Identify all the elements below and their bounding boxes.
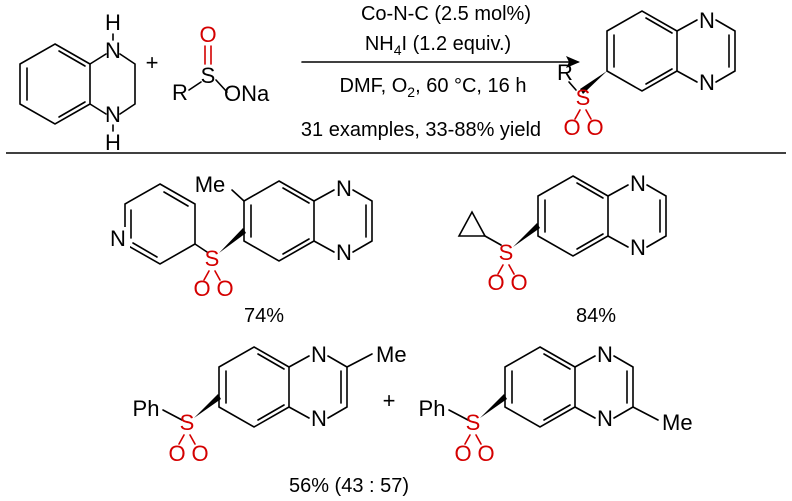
product-quinoxaline: N N S R O O: [557, 8, 736, 140]
atom-n: N: [311, 406, 327, 431]
atom-ona: ONa: [224, 81, 270, 106]
substituent-ph: Ph: [133, 396, 160, 421]
atom-o: O: [563, 115, 580, 140]
example-pyridyl-methyl: N S O O Me N N 74%: [108, 172, 373, 327]
plus-sign: +: [146, 50, 159, 75]
atom-o: O: [193, 276, 210, 301]
atom-n-pyridine: N: [110, 226, 126, 251]
substituent-ph: Ph: [419, 396, 446, 421]
atom-n: N: [336, 176, 352, 201]
condition-catalyst: Co-N-C (2.5 mol%): [361, 3, 531, 25]
atom-r: R: [557, 60, 573, 85]
atom-o: O: [586, 115, 603, 140]
tetrahydroquinoxaline: N H N H: [19, 10, 136, 155]
condition-solvent: DMF, O2, 60 °C, 16 h: [340, 75, 527, 100]
atom-s: S: [180, 410, 195, 435]
atom-o: O: [168, 441, 185, 466]
example-phenyl-isomer-a: Ph S O O N N Me: [133, 342, 407, 466]
yield-cyclopropyl: 84%: [576, 305, 616, 327]
atom-n: N: [597, 406, 613, 431]
atom-n: N: [630, 235, 646, 260]
atom-o: O: [454, 441, 471, 466]
yield-pyridyl-methyl: 74%: [244, 305, 284, 327]
atom-n: N: [630, 171, 646, 196]
atom-r: R: [172, 80, 188, 105]
substituent-me: Me: [195, 172, 226, 197]
atom-h-bottom: H: [105, 130, 121, 155]
atom-n: N: [311, 342, 327, 367]
reaction-arrow: Co-N-C (2.5 mol%) NH4I (1.2 equiv.) DMF,…: [301, 3, 580, 141]
example-cyclopropyl: S O O N N 84%: [457, 171, 667, 327]
atom-n: N: [699, 70, 715, 95]
condition-additive: NH4I (1.2 equiv.): [365, 33, 511, 58]
scope-summary: 31 examples, 33-88% yield: [301, 119, 541, 141]
atom-o: O: [477, 441, 494, 466]
atom-s: S: [201, 63, 216, 88]
atom-s: S: [205, 246, 220, 271]
atom-o: O: [199, 22, 216, 47]
atom-n-top: N: [105, 38, 121, 63]
atom-h-top: H: [105, 10, 121, 35]
atom-n-bottom: N: [105, 102, 121, 127]
atom-o: O: [191, 441, 208, 466]
atom-o: O: [487, 270, 504, 295]
atom-o: O: [216, 276, 233, 301]
substituent-me: Me: [376, 342, 407, 367]
atom-o: O: [510, 270, 527, 295]
atom-s: S: [466, 410, 481, 435]
sodium-sulfinate: R S O ONa: [172, 22, 270, 106]
yield-phenyl-isomers: 56% (43 : 57): [289, 475, 409, 497]
plus-sign: +: [383, 388, 396, 413]
example-phenyl-isomer-b: Ph S O O N N Me: [419, 342, 693, 466]
atom-n: N: [699, 8, 715, 33]
atom-n: N: [336, 240, 352, 265]
substituent-me: Me: [662, 410, 693, 435]
atom-s: S: [576, 85, 591, 110]
atom-n: N: [597, 342, 613, 367]
atom-s: S: [499, 240, 514, 265]
